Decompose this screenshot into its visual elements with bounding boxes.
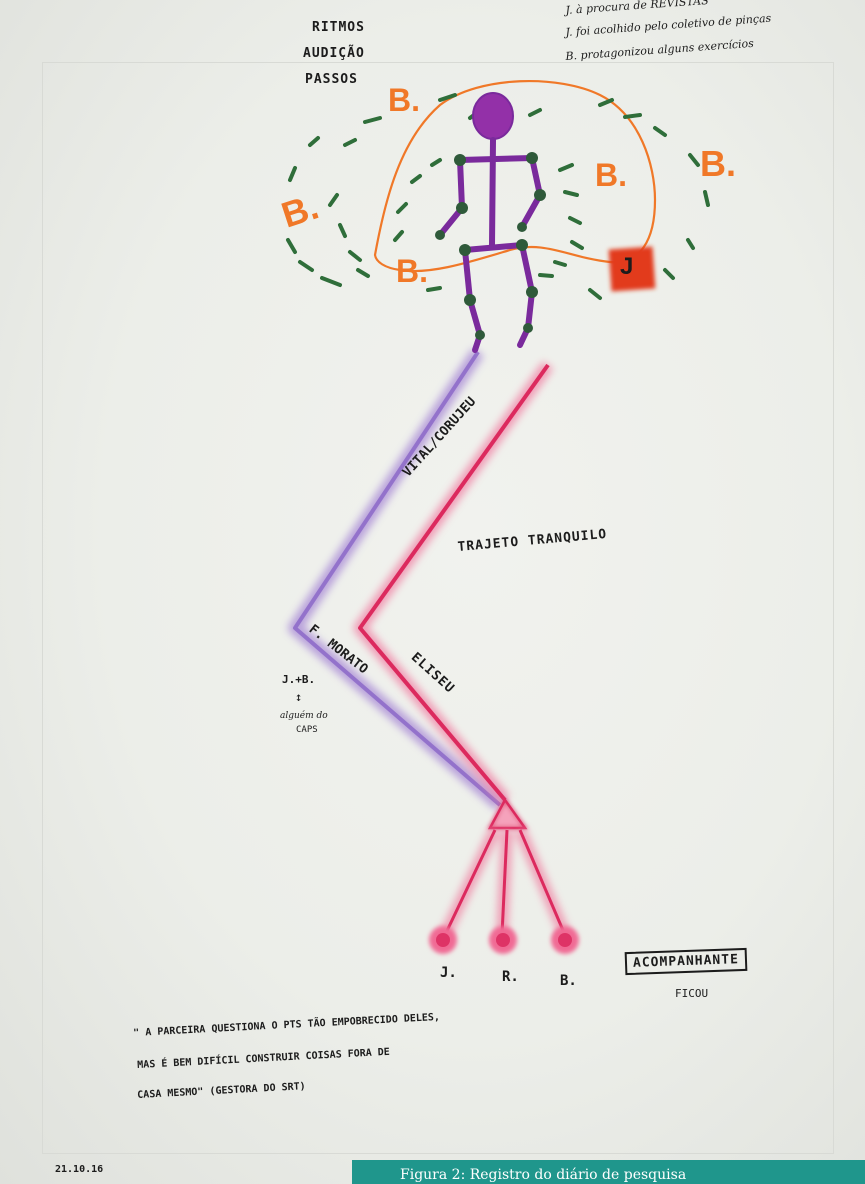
person-j: J. bbox=[440, 965, 457, 981]
person-tree bbox=[429, 800, 579, 954]
b-mark: B. bbox=[396, 253, 428, 290]
figure-caption-bar: Figura 2: Registro do diário de pesquisa bbox=[352, 1160, 865, 1184]
note-audicao: AUDIÇÃO bbox=[303, 46, 365, 61]
side-note-alguem: alguém do bbox=[280, 711, 328, 721]
b-mark: B. bbox=[700, 143, 736, 185]
j-mark: J bbox=[620, 253, 633, 281]
b-mark: B. bbox=[388, 82, 420, 119]
stick-figure bbox=[440, 93, 540, 350]
ficou-note: FICOU bbox=[675, 987, 708, 1000]
side-note-arrow: ↕ bbox=[295, 690, 302, 704]
note-passos: PASSOS bbox=[305, 72, 358, 87]
b-mark: B. bbox=[595, 157, 627, 194]
side-note-jb: J.+B. bbox=[282, 673, 315, 686]
note-ritmos: RITMOS bbox=[312, 20, 365, 35]
date-note: 21.10.16 bbox=[55, 1164, 103, 1175]
person-b: B. bbox=[560, 973, 577, 989]
acompanhante-box: ACOMPANHANTE bbox=[625, 948, 748, 975]
side-note-caps: CAPS bbox=[296, 725, 318, 735]
person-r: R. bbox=[502, 969, 519, 985]
figure-caption: Figura 2: Registro do diário de pesquisa bbox=[400, 1167, 686, 1183]
